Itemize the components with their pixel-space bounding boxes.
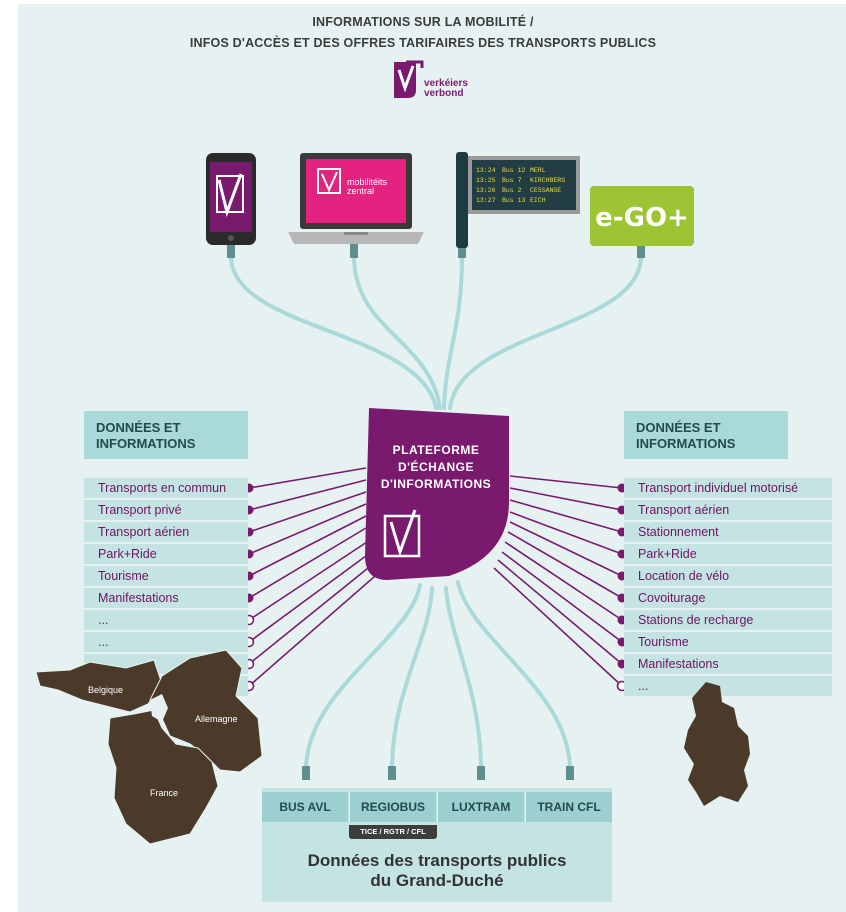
left-heading-line1: DONNÉES ET (96, 420, 181, 435)
right-heading: DONNÉES ET INFORMATIONS (624, 411, 788, 459)
cable-regiobus (390, 586, 434, 772)
exchange-platform-hub (365, 408, 509, 580)
right-list-item: Manifestations (624, 654, 832, 674)
transport-operator-cell: TRAIN CFL (525, 792, 612, 822)
right-connectors (493, 475, 623, 687)
header-title-line2: INFOS D'ACCÈS ET DES OFFRES TARIFAIRES D… (189, 36, 657, 50)
left-heading: DONNÉES ET INFORMATIONS (84, 411, 248, 459)
transport-title-line1: Données des transports publics (307, 851, 567, 870)
header-title-line1: INFORMATIONS SUR LA MOBILITÉ / (312, 15, 534, 29)
cable-phone (229, 254, 438, 410)
departure-cell: Bus 7 (502, 177, 522, 184)
left-list-item: Park+Ride (84, 544, 248, 564)
logo-line1: verkéiers (424, 78, 468, 89)
left-list-item: ... (84, 632, 248, 652)
verkeiersverbond-logo-icon (394, 60, 424, 98)
transport-operator-cell: BUS AVL (262, 792, 348, 822)
cable-ego (448, 254, 643, 410)
allemagne-shape (149, 649, 263, 773)
right-list-item: Stationnement (624, 522, 832, 542)
right-list-item: Tourisme (624, 632, 832, 652)
right-list-item: Park+Ride (624, 544, 832, 564)
cable-plugs (227, 244, 645, 780)
hub-line2: D'ÉCHANGE (397, 460, 475, 474)
departure-cell: 13:26 (476, 187, 496, 194)
logo-text: verkéiers verbond (424, 79, 468, 99)
left-list-item: Transport privé (84, 500, 248, 520)
left-connectors (248, 467, 383, 687)
neighbour-countries-map (35, 649, 263, 845)
luxembourg-gap (150, 694, 168, 722)
ego-label: e-GO+ (595, 203, 689, 233)
right-heading-line2: INFORMATIONS (636, 436, 736, 451)
laptop-brand-line1: mobilitéits (347, 177, 388, 187)
transport-sub-label: TICE / RGTR / CFL (349, 825, 437, 839)
left-list-item: Transports en commun (84, 478, 248, 498)
departure-cell: 13:27 (476, 197, 496, 204)
left-list-item: Transport aérien (84, 522, 248, 542)
transport-title: Données des transports publics du Grand-… (262, 851, 612, 891)
hub-title: PLATEFORME D'ÉCHANGE D'INFORMATIONS (363, 442, 509, 493)
cable-bus-avl (304, 583, 422, 772)
allemagne-label: Allemagne (195, 714, 238, 724)
logo-line2: verbond (424, 88, 464, 99)
hub-line3: D'INFORMATIONS (380, 477, 492, 491)
left-list-item: ... (84, 610, 248, 630)
transport-operator-cell: REGIOBUS (349, 792, 436, 822)
departure-cell: Bus 2 (502, 187, 522, 194)
left-list-item: Tourisme (84, 566, 248, 586)
transport-cables (304, 580, 572, 772)
right-list-item: Transport individuel motorisé (624, 478, 832, 498)
laptop-icon (288, 153, 424, 244)
right-list-item: ... (624, 676, 832, 696)
right-heading-line1: DONNÉES ET (636, 420, 721, 435)
departure-cell: Bus 13 (502, 197, 526, 204)
departure-cell: EICH (530, 197, 546, 204)
ego-card-icon: e-GO+ (590, 186, 694, 246)
left-list-item: Manifestations (84, 588, 248, 608)
belgique-shape (35, 659, 163, 713)
departure-cell: 13:25 (476, 177, 496, 184)
laptop-brand: mobilitéits zentral (347, 178, 387, 196)
right-list-item: Covoiturage (624, 588, 832, 608)
right-list-item: Transport aérien (624, 500, 832, 520)
departure-cell: MERL (530, 167, 546, 174)
luxembourg-shape (684, 682, 750, 806)
transport-title-line2: du Grand-Duché (370, 871, 504, 890)
belgique-label: Belgique (88, 685, 124, 695)
luxembourg-map (684, 682, 750, 806)
transport-operator-cell: LUXTRAM (437, 792, 524, 822)
right-list-item: Location de vélo (624, 566, 832, 586)
departure-cell: Bus 12 (502, 167, 526, 174)
laptop-brand-line2: zentral (347, 186, 375, 196)
smartphone-icon (206, 153, 256, 245)
right-list-item: Stations de recharge (624, 610, 832, 630)
departure-cell: CESSANGE (530, 187, 561, 194)
cable-display (442, 254, 464, 410)
cable-luxtram (444, 586, 483, 772)
france-label: France (150, 788, 179, 798)
cable-train-cfl (456, 580, 572, 772)
left-heading-line2: INFORMATIONS (96, 436, 196, 451)
hub-line1: PLATEFORME (392, 443, 480, 457)
departure-cell: 13:24 (476, 167, 496, 174)
departure-cell: KIRCHBERG (530, 177, 565, 184)
cable-laptop (352, 254, 442, 410)
device-cables (229, 254, 643, 410)
